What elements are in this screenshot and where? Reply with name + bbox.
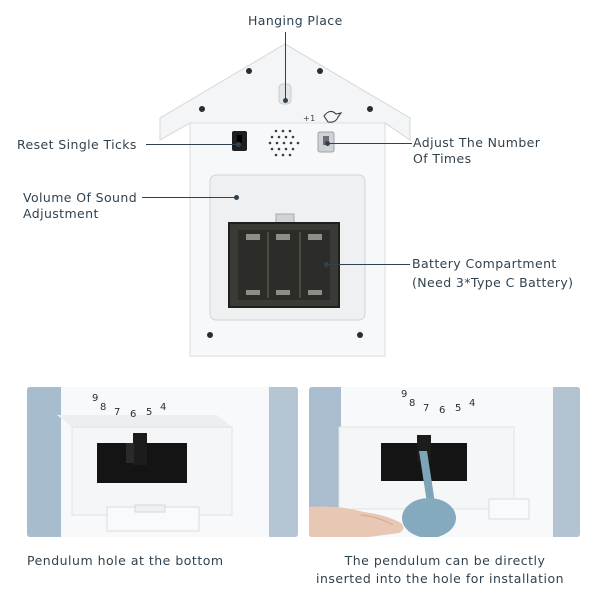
leader-dot-hanging: [283, 98, 288, 103]
photo-pendulum-hole: 9 8 7 6 5 4: [27, 387, 298, 537]
label-battery-line2: (Need 3*Type C Battery): [412, 275, 574, 290]
dial-number: 6: [130, 409, 137, 420]
leader-reset: [146, 144, 238, 145]
leader-hanging-place: [285, 32, 286, 100]
label-battery-line1: Battery Compartment: [412, 256, 557, 271]
pendulum-bob: [402, 498, 456, 537]
photo-pendulum-insert: 9 8 7 6 5 4: [309, 387, 580, 537]
dial-number: 7: [114, 407, 121, 418]
leader-volume: [142, 197, 236, 198]
dial-number: 5: [146, 407, 153, 418]
caption-pendulum-insert-line2: inserted into the hole for installation: [315, 571, 565, 586]
dial-number: 5: [455, 403, 462, 414]
dial-number: 9: [401, 389, 408, 400]
pendulum-insert-illustration: [309, 387, 580, 537]
label-reset-single-ticks: Reset Single Ticks: [17, 137, 137, 152]
label-volume-line1: Volume Of Sound: [23, 190, 138, 205]
dial-number: 7: [423, 403, 430, 414]
leader-adjust: [329, 143, 412, 144]
dial-number: 4: [469, 398, 476, 409]
pendulum-hole-illustration: [27, 387, 298, 537]
leader-dot-adjust: [325, 141, 330, 146]
dial-number: 6: [439, 405, 446, 416]
speaker-grille: [268, 129, 300, 157]
leader-battery: [328, 264, 410, 265]
leader-dot-volume: [234, 195, 239, 200]
label-volume-line2: Adjustment: [23, 206, 99, 221]
caption-pendulum-insert-line1: The pendulum can be directly: [344, 553, 546, 568]
dial-number: 9: [92, 393, 99, 404]
clock-back-illustration: [159, 43, 411, 357]
label-adjust-line2: Of Times: [413, 151, 472, 166]
caption-pendulum-hole: Pendulum hole at the bottom: [27, 553, 224, 568]
clock-switch-text: +1: [303, 114, 316, 123]
bird-icon: [323, 110, 343, 123]
dial-number: 4: [160, 402, 167, 413]
dial-number: 8: [100, 402, 107, 413]
label-hanging-place: Hanging Place: [248, 13, 343, 28]
leader-dot-reset: [236, 142, 241, 147]
pendulum-arm: [419, 451, 435, 503]
label-adjust-line1: Adjust The Number: [413, 135, 541, 150]
hand-illustration: [309, 506, 404, 537]
dial-number: 8: [409, 398, 416, 409]
leader-dot-battery: [324, 262, 329, 267]
